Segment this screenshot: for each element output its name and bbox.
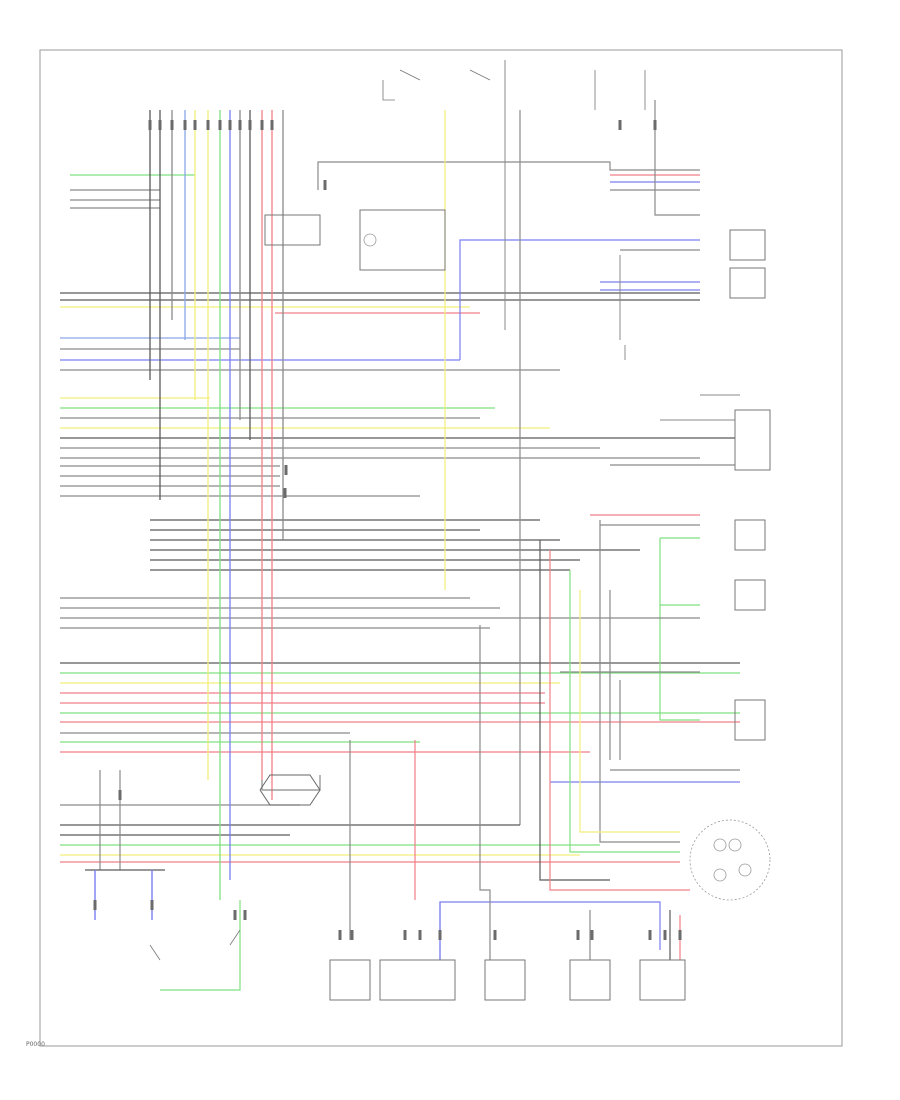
wire — [539, 540, 610, 881]
connector-pin — [118, 790, 122, 800]
pin-labels — [93, 120, 682, 940]
bottom-connector-pin — [403, 930, 407, 940]
bottom-connector-pin — [150, 900, 154, 910]
top-connector-pin — [206, 120, 210, 130]
switch-contact — [469, 69, 491, 81]
top-connector-pin — [193, 120, 197, 130]
wire — [579, 590, 680, 833]
sensor-box — [729, 229, 766, 261]
connector-symbol — [713, 868, 727, 882]
solenoid-box — [379, 959, 456, 1001]
top-connector-pin — [248, 120, 252, 130]
wires — [60, 60, 740, 991]
bottom-connector-pin — [418, 930, 422, 940]
top-connector-pin — [238, 120, 242, 130]
distributor-symbol — [689, 819, 771, 901]
wire — [659, 538, 700, 606]
wire — [160, 900, 241, 991]
switch-contact — [149, 944, 161, 961]
connector-outline — [259, 774, 321, 806]
bottom-connector-pin — [93, 900, 97, 910]
bottom-connector-pin — [648, 930, 652, 940]
wire — [479, 625, 491, 960]
connector-box — [569, 959, 611, 1001]
bottom-connector-pin — [576, 930, 580, 940]
top-connector-pin — [148, 120, 152, 130]
fuse-pin — [653, 120, 657, 130]
top-connector-pin — [158, 120, 162, 130]
bottom-connector-pin — [590, 930, 594, 940]
bottom-connector-pin — [493, 930, 497, 940]
wire — [569, 570, 680, 853]
wire — [549, 550, 690, 891]
sensor-box — [734, 579, 766, 611]
splice-pin — [283, 488, 287, 498]
wire — [317, 161, 700, 190]
connector-symbol — [738, 863, 752, 877]
wire — [439, 901, 661, 960]
bottom-connector-pin — [663, 930, 667, 940]
wire — [654, 100, 700, 216]
switch-contact — [399, 69, 421, 81]
top-connector-pin — [170, 120, 174, 130]
wire — [659, 605, 700, 721]
relay-box — [264, 214, 321, 246]
diagram-code: P0000 — [26, 1041, 45, 1048]
lamp-symbol — [363, 233, 377, 247]
components — [149, 69, 771, 1001]
connector-box — [329, 959, 371, 1001]
relay-pin — [323, 180, 327, 190]
bottom-connector-pin — [350, 930, 354, 940]
wire — [261, 775, 321, 791]
top-connector-pin — [183, 120, 187, 130]
connector-box — [639, 959, 686, 1001]
wire — [599, 520, 680, 843]
connector-box — [484, 959, 526, 1001]
top-connector-pin — [270, 120, 274, 130]
switch-pin — [243, 910, 247, 920]
splice-pin — [284, 465, 288, 475]
top-connector-pin — [228, 120, 232, 130]
top-connector-pin — [260, 120, 264, 130]
wire — [459, 239, 700, 360]
control-module-box — [359, 209, 446, 271]
bottom-connector-pin — [438, 930, 442, 940]
sensor-box — [734, 699, 766, 741]
top-connector-pin — [218, 120, 222, 130]
switch-contact — [229, 929, 241, 946]
fuse-pin — [618, 120, 622, 130]
connector-symbol — [728, 838, 742, 852]
bottom-connector-pin — [678, 930, 682, 940]
diagram-border — [39, 49, 843, 1047]
switch-contact — [382, 80, 395, 101]
sensor-box — [734, 409, 771, 471]
sensor-box — [729, 267, 766, 299]
sensor-box — [734, 519, 766, 551]
connector-symbol — [713, 838, 727, 852]
bottom-connector-pin — [338, 930, 342, 940]
switch-pin — [233, 910, 237, 920]
